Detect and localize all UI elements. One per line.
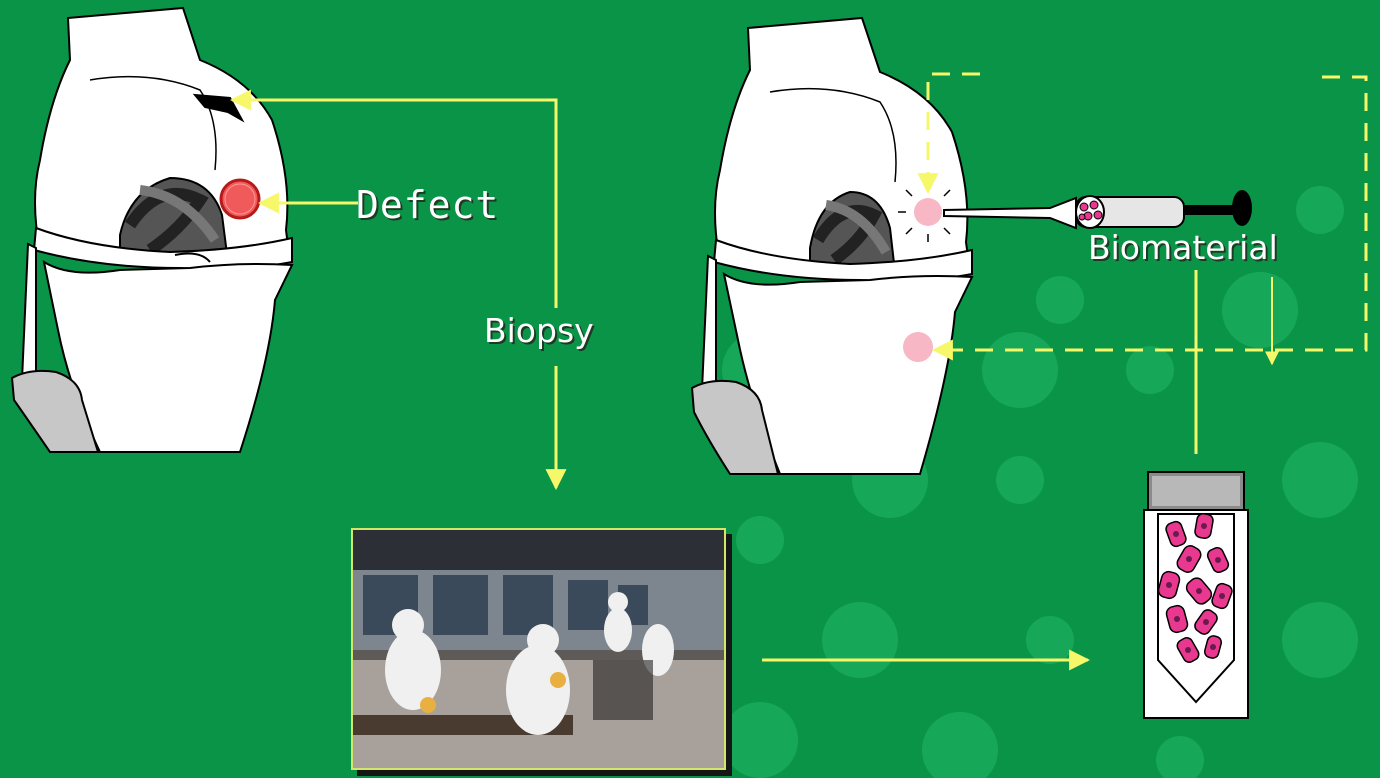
syringe-icon: [944, 190, 1252, 228]
defect-site: [221, 180, 259, 218]
implant-site: [903, 332, 933, 362]
knee-joint-icon: [692, 18, 972, 474]
cleanroom-lab-photo: [351, 528, 726, 770]
biopsy-label: Biopsy: [484, 314, 594, 347]
defect-label: Defect: [356, 186, 499, 224]
cell-culture-vial-icon: [1144, 472, 1248, 718]
biomaterial-label: Biomaterial: [1088, 231, 1278, 264]
knee-joint-icon: [12, 8, 292, 452]
